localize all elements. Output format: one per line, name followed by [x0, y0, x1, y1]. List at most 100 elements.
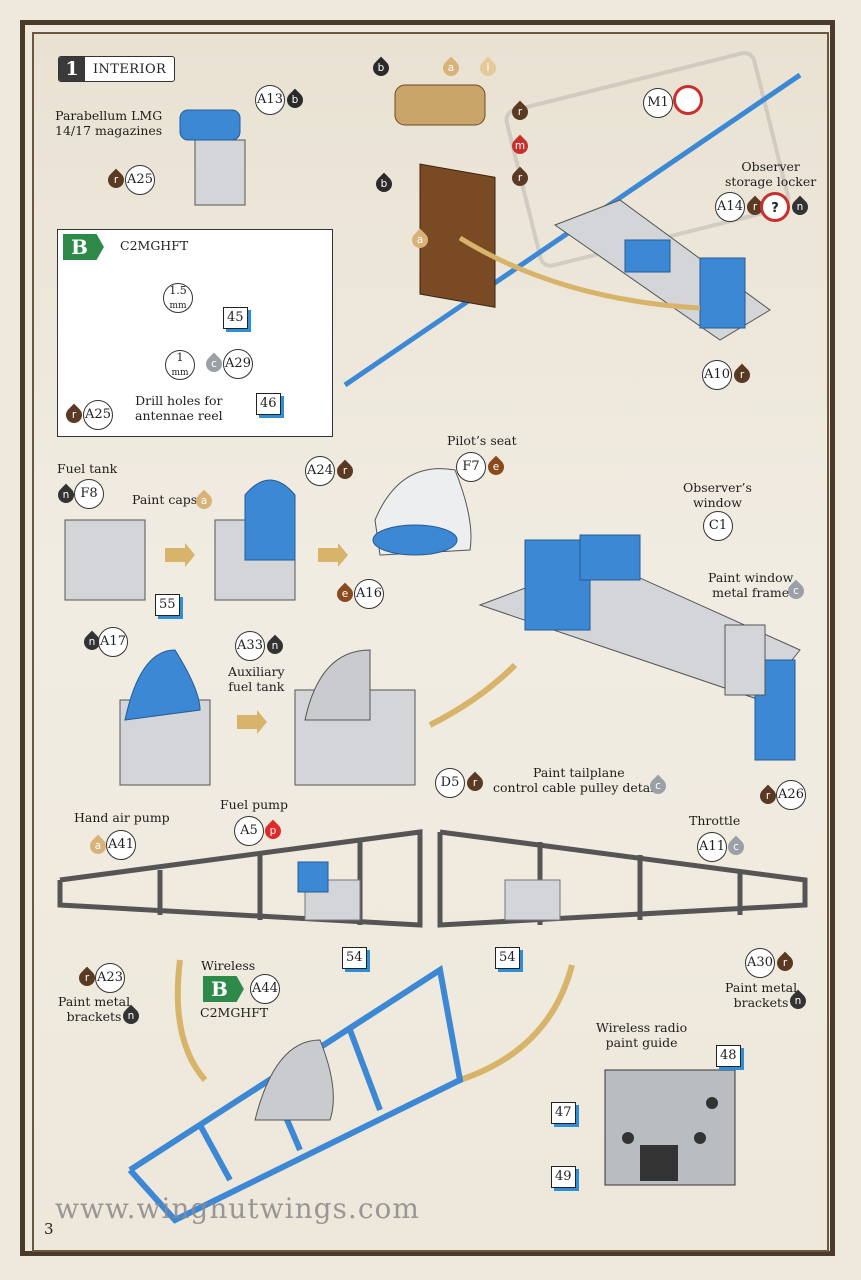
- step-ref-46: 46: [256, 393, 281, 415]
- magazine-rack-a13: [179, 109, 246, 206]
- paint-drop-c-4: c: [724, 835, 748, 859]
- label-hand-pump: Hand air pump: [74, 810, 170, 825]
- label-paint-caps: Paint caps: [132, 492, 198, 507]
- paint-drop-a-3: a: [192, 489, 216, 513]
- part-a17: A17: [98, 627, 128, 657]
- paint-drop-b-2: b: [369, 56, 393, 80]
- part-a26: A26: [776, 780, 806, 810]
- paint-drop-r-11: r: [773, 951, 797, 975]
- seat-assembly-d5: [294, 649, 416, 786]
- paint-drop-r-7: r: [333, 459, 357, 483]
- right-fuselage-frame: [437, 829, 808, 928]
- part-a30: A30: [745, 948, 775, 978]
- step-ref-45: 45: [223, 307, 248, 329]
- part-a33: A33: [235, 631, 265, 661]
- part-a10: A10: [702, 360, 732, 390]
- paint-drop-c-2: c: [784, 579, 808, 603]
- observer-floor-plate: [553, 199, 771, 341]
- paint-drop-n-4: n: [263, 634, 287, 658]
- label-drill: Drill holes for antennae reel: [135, 393, 223, 423]
- paint-drop-r-3: r: [508, 166, 532, 190]
- label-paint-window: Paint window metal frame: [708, 570, 794, 600]
- part-a14: A14: [715, 192, 745, 222]
- page-number: 3: [44, 1220, 54, 1238]
- paint-drop-e: e: [484, 455, 508, 479]
- part-a29: A29: [223, 349, 253, 379]
- paint-drop-e-2: e: [333, 582, 357, 606]
- paint-drop-r-2: r: [508, 100, 532, 124]
- paint-drop-a: a: [439, 56, 463, 80]
- option-b-tag: B: [63, 234, 104, 260]
- step-title: INTERIOR: [93, 61, 167, 77]
- step-ref-47: 47: [551, 1102, 576, 1124]
- paint-drop-a-2: a: [408, 228, 432, 252]
- part-a11: A11: [697, 832, 727, 862]
- label-magazines: Parabellum LMG 14/17 magazines: [55, 108, 163, 138]
- question-icon: ?: [760, 192, 790, 222]
- part-m1: M1: [643, 88, 673, 118]
- paint-drop-r-5: r: [730, 363, 754, 387]
- website-url: www.wingnutwings.com: [55, 1192, 420, 1225]
- part-a25: A25: [125, 165, 155, 195]
- paint-drop-b: b: [283, 88, 307, 112]
- paint-drop-p: p: [261, 819, 285, 843]
- label-pilots-seat: Pilot’s seat: [447, 433, 517, 448]
- page-frame-outer: [20, 20, 835, 1256]
- step-ref-49: 49: [551, 1166, 576, 1188]
- no-glue-icon: [673, 85, 703, 115]
- label-paint-brackets-right: Paint metal brackets: [725, 980, 798, 1010]
- paint-drop-b-3: b: [372, 172, 396, 196]
- option-b-code: C2MGHFT: [120, 238, 189, 253]
- part-a13: A13: [255, 85, 285, 115]
- arrow-middle: [428, 662, 518, 728]
- label-storage-locker: Observer storage locker: [725, 159, 817, 189]
- paint-drop-r-8: r: [463, 771, 487, 795]
- paint-drop-r-6: r: [62, 403, 86, 427]
- label-b-code-2: C2MGHFT: [200, 1005, 269, 1020]
- step-ref-55: 55: [155, 594, 180, 616]
- paint-drop-c-3: c: [646, 774, 670, 798]
- seat-with-aux-tank: [119, 649, 211, 786]
- step-ref-48: 48: [716, 1045, 741, 1067]
- left-fuselage-frame: [57, 829, 423, 928]
- label-paint-brackets-left: Paint metal brackets: [58, 994, 131, 1024]
- label-aux-fuel: Auxiliary fuel tank: [228, 664, 285, 694]
- label-tailplane: Paint tailplane control cable pulley det…: [493, 765, 665, 795]
- part-a5: A5: [234, 816, 264, 846]
- part-c1: C1: [703, 511, 733, 541]
- option-b-tag-2: B: [203, 976, 244, 1002]
- step-ref-54-left: 54: [342, 947, 367, 969]
- brown-magazine-panel: [394, 84, 496, 308]
- fuel-tank-2: [214, 479, 296, 601]
- step-ref-54-right: 54: [495, 947, 520, 969]
- arrow-bottom-right: [459, 964, 575, 1083]
- part-d5: D5: [435, 768, 465, 798]
- part-f8: F8: [74, 479, 104, 509]
- fuel-tank-1: [64, 519, 146, 601]
- label-radio-guide: Wireless radio paint guide: [596, 1020, 688, 1050]
- pilot-seat: [372, 468, 472, 556]
- step-number: 1: [59, 57, 85, 81]
- paint-drop-n-6: n: [786, 989, 810, 1013]
- part-a23: A23: [95, 963, 125, 993]
- arrow-top: [458, 235, 701, 311]
- paint-drop-m: m: [508, 134, 532, 158]
- cockpit-assembly: [478, 534, 801, 761]
- label-observers-window: Observer’s window: [683, 480, 752, 510]
- part-f7: F7: [456, 452, 486, 482]
- paint-drop-n: n: [788, 195, 812, 219]
- paint-drop-l: l: [476, 56, 500, 80]
- step-header: 1 INTERIOR: [58, 56, 176, 82]
- part-a16: A16: [354, 579, 384, 609]
- label-throttle: Throttle: [689, 813, 741, 828]
- paint-drop-n-5: n: [119, 1004, 143, 1028]
- part-a25-b: A25: [83, 400, 113, 430]
- label-wireless: Wireless: [201, 958, 256, 973]
- label-fuel-pump: Fuel pump: [220, 797, 288, 812]
- wireless-radio-unit: [604, 1069, 736, 1186]
- label-fuel-tank: Fuel tank: [57, 461, 118, 476]
- part-a41: A41: [106, 830, 136, 860]
- paint-drop-r: r: [104, 168, 128, 192]
